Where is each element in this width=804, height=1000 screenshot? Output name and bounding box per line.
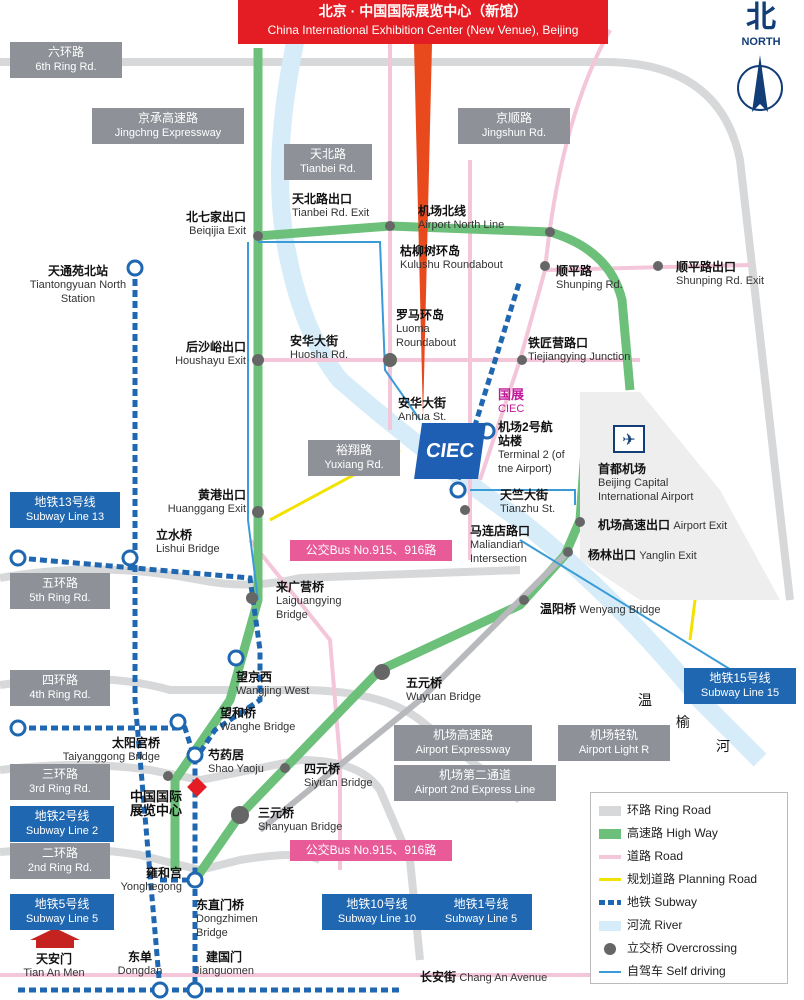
subway-line13 — [17, 555, 263, 762]
north-en: NORTH — [741, 36, 781, 48]
legend-river: 河流 River — [599, 916, 682, 933]
river-char-3: 河 — [716, 738, 730, 754]
river-char-1: 温 — [638, 692, 652, 708]
legend-self-driving: 自驾车 Self driving — [599, 962, 726, 979]
label-wenyang: 温阳桥 Wenyang Bridge — [540, 602, 661, 616]
ring6-road — [0, 58, 794, 601]
label-airport-exit: 机场高速出口 Airport Exit — [598, 518, 728, 532]
selfdrive-west — [247, 242, 259, 601]
subway-line10 — [18, 725, 198, 880]
legend-road: 道路 Road — [599, 847, 683, 864]
title-zh: 北京 · 中国国际展览中心（新馆） — [318, 3, 528, 19]
legend-planning-road: 规划道路 Planning Road — [599, 870, 757, 887]
road-shunping — [544, 263, 751, 272]
legend-ring-road: 环路 Ring Road — [599, 801, 711, 818]
north-arrow-icon — [737, 55, 783, 112]
ciec-pointer — [414, 44, 432, 420]
subways — [17, 268, 523, 993]
selfdrive-north — [258, 241, 421, 421]
tiananmen-icon — [30, 928, 80, 948]
overcrossings — [163, 221, 663, 824]
legend-highway: 高速路 High Way — [599, 824, 718, 841]
airport-icon: ✈ — [613, 425, 645, 453]
road-laiguangying — [248, 538, 342, 870]
label-changan: 长安街 Chang An Avenue — [420, 970, 548, 984]
legend-overcrossing: 立交桥 Overcrossing — [599, 939, 737, 956]
subway-stations — [9, 259, 496, 999]
map-legend: 环路 Ring Road 高速路 High Way 道路 Road 规划道路 P… — [590, 792, 788, 984]
label-yanglin: 杨林出口 Yanglin Exit — [588, 548, 697, 562]
svg-text:✈: ✈ — [622, 430, 635, 449]
ring5-road — [0, 565, 521, 589]
map-title: 北京 · 中国国际展览中心（新馆） China International Ex… — [238, 0, 608, 44]
selfdrive-tianzhu — [470, 489, 576, 505]
north-indicator: 北 NORTH — [726, 0, 796, 48]
tag-bus-bottom: 公交Bus No.915、916路 — [290, 840, 452, 861]
label-ciec-old: 中国国际展览中心 — [130, 789, 183, 818]
legend-subway: 地铁 Subway — [599, 893, 697, 910]
title-en: China International Exhibition Center (N… — [267, 23, 579, 37]
river-char-2: 榆 — [676, 714, 690, 730]
north-zh: 北 — [746, 1, 776, 34]
tag-bus-top: 公交Bus No.915、916路 — [290, 540, 452, 561]
jingcheng-expressway — [170, 48, 263, 870]
subway-line5 — [132, 268, 163, 991]
ciec-venue: CIEC — [414, 423, 486, 479]
